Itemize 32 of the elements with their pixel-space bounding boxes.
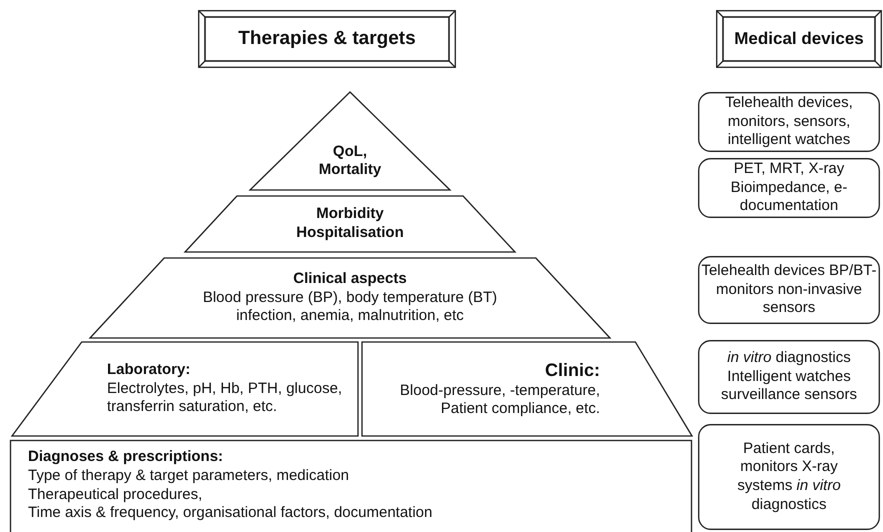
panel-text: Time axis & frequency, organisational factors, documentation <box>28 504 432 523</box>
tier-text: Blood-pressure, -temperature, Patient compliance, etc. <box>398 382 600 419</box>
pyramid-apex <box>250 92 450 190</box>
tier-heading: Morbidity Hospitalisation <box>295 205 405 243</box>
panel-text: Type of therapy & target parameters, medication <box>28 466 349 486</box>
device-box <box>698 340 880 414</box>
header-panel <box>716 10 882 68</box>
pyramid-tier <box>185 196 515 252</box>
device-text: in vitro diagnostics Intelligent watches surveillance sensors <box>720 348 858 406</box>
panel-heading: Therapies & targets <box>238 27 416 51</box>
tier-heading: QoL, Mortality <box>318 142 382 180</box>
device-text: Patient cards, monitors X-ray systems in vitro diagnostics <box>736 440 842 514</box>
panel-text: Therapeutical procedures, <box>28 486 202 504</box>
panel-heading: Medical devices <box>734 28 864 50</box>
pyramid-tier <box>12 342 358 436</box>
header-panel <box>198 10 456 68</box>
device-text: PET, MRT, X-ray Bioimpedance, e-documentation <box>730 160 848 216</box>
tier-heading: Clinical aspects <box>293 270 407 289</box>
device-box <box>698 158 880 218</box>
device-box <box>698 424 880 530</box>
device-box <box>698 92 880 152</box>
pyramid-tier <box>362 342 692 436</box>
device-text: Telehealth devices, monitors, sensors, intelligent watches <box>724 94 854 150</box>
tier-heading: Clinic: <box>544 359 600 382</box>
base-panel <box>10 440 692 532</box>
panel-heading: Diagnoses & prescriptions: <box>28 448 224 467</box>
tier-heading: Laboratory: <box>107 360 190 380</box>
device-text: Telehealth devices BP/BT-monitors non-invasive sensors <box>700 262 878 318</box>
tier-text: Blood pressure (BP), body temperature (BT) infection, anemia, malnutrition, etc <box>202 288 498 326</box>
tier-text: Electrolytes, pH, Hb, PTH, glucose, transferrin saturation, etc. <box>107 380 344 418</box>
pyramid-tier <box>90 258 610 338</box>
device-box <box>698 256 880 324</box>
